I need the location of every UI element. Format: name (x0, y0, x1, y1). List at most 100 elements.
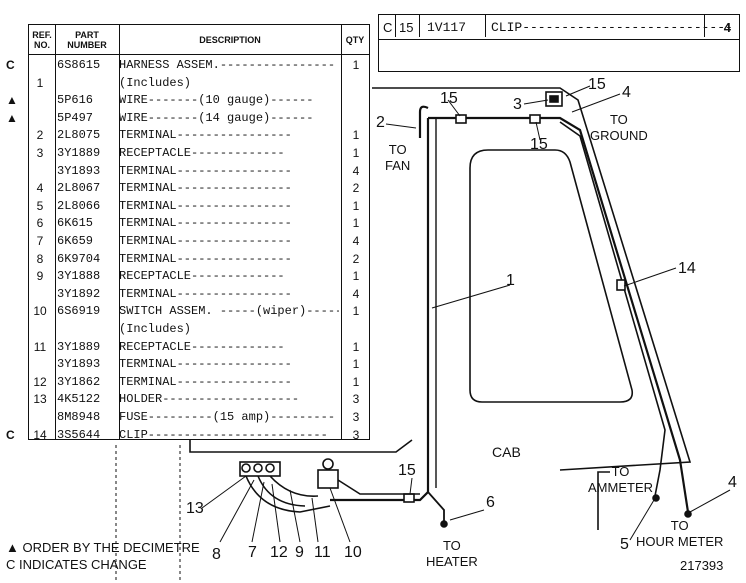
part-qty: 1 (352, 58, 360, 72)
ref-number: 3 (36, 146, 44, 160)
label-to-ammeter: TO AMMETER (588, 464, 653, 495)
callout-number: 13 (186, 500, 204, 517)
fuse-wires (245, 475, 420, 513)
callout-number: 6 (486, 494, 495, 511)
ref-number: 12 (33, 374, 47, 389)
part-description: TERMINAL---------------- (119, 234, 292, 248)
clip-qty: 4 (723, 20, 731, 35)
part-number: 3Y1889 (57, 339, 101, 354)
part-description: TERMINAL---------------- (119, 128, 292, 143)
clip-row: C 15 1V117 CLIP-------------------------… (379, 17, 739, 40)
parts-table: REF. NO. PART NUMBER DESCRIPTION QTY 6S8… (28, 24, 370, 442)
part-description: CLIP------------------------- (119, 427, 328, 442)
part-qty: 1 (352, 198, 360, 213)
clip-part-number: 1V117 (427, 20, 467, 35)
cab-outline (189, 87, 692, 471)
row-marker: ▲ (6, 110, 18, 125)
label-to-ground: TO GROUND (590, 112, 648, 143)
part-number: 3Y1889 (57, 146, 101, 160)
callout-number: 4 (728, 474, 737, 491)
part-qty: 2 (352, 181, 360, 196)
part-qty: 2 (352, 251, 360, 266)
part-description: TERMINAL---------------- (119, 251, 292, 266)
part-qty: 1 (352, 128, 360, 143)
harness-wire (428, 116, 690, 513)
part-description: RECEPTACLE------------- (119, 269, 285, 284)
ref-number: 11 (33, 339, 47, 354)
callout-number: 7 (248, 544, 257, 561)
callout-number: 10 (344, 544, 362, 561)
label-cab: CAB (492, 444, 521, 460)
part-number: 3Y1888 (57, 269, 101, 284)
column-divider (55, 25, 56, 439)
part-number: 2L8066 (57, 198, 101, 213)
part-qty: 4 (352, 286, 360, 301)
label-to-heater: TO HEATER (426, 538, 478, 569)
part-number: 4K5122 (57, 392, 101, 407)
footnote-decimetre: ▲ ORDER BY THE DECIMETRE (6, 540, 200, 555)
callout-number: 15 (588, 76, 606, 93)
clip (616, 279, 626, 291)
footnote-change: C INDICATES CHANGE (6, 557, 147, 572)
callout-number: 12 (270, 544, 288, 561)
part-description: TERMINAL---------------- (119, 181, 292, 196)
header-ref: REF. NO. (29, 25, 55, 55)
callout-number: 11 (314, 544, 331, 561)
label-to-fan: TO FAN (385, 142, 411, 173)
part-description: RECEPTACLE------------- (119, 339, 285, 354)
ref-number: 14 (33, 427, 47, 442)
ref-number: 7 (36, 234, 44, 248)
callout-number: 9 (295, 544, 304, 561)
callout-number: 8 (212, 546, 221, 563)
part-qty: 4 (352, 234, 360, 248)
part-description: SWITCH ASSEM. -----(wiper)------ (119, 304, 339, 319)
part-description: TERMINAL---------------- (119, 216, 292, 231)
harness-wire (427, 491, 445, 522)
ref-number: 13 (33, 392, 47, 407)
part-qty: 1 (352, 146, 360, 160)
part-description: HARNESS ASSEM.---------------- (119, 58, 336, 72)
part-number: 6K615 (57, 216, 94, 231)
part-description: (Includes) (119, 75, 192, 90)
part-number: 5P616 (57, 93, 94, 108)
table-row: 10 6S6919 SWITCH ASSEM. -----(wiper)------… (29, 303, 369, 321)
part-number: 6S6919 (57, 304, 101, 319)
part-qty: 4 (352, 163, 360, 178)
ref-number: 8 (36, 251, 44, 266)
part-description: (Includes) (119, 322, 192, 336)
clip-divider (485, 15, 486, 37)
callout-number: 3 (513, 96, 522, 113)
ref-number: 10 (33, 304, 47, 319)
callout-number: 15 (440, 90, 458, 107)
callout-number: 15 (530, 136, 548, 153)
row-marker: ▲ (6, 93, 18, 108)
callout-number: 14 (678, 260, 696, 277)
part-number: 6S8615 (57, 58, 101, 72)
part-qty: 3 (352, 427, 360, 442)
part-qty: 1 (352, 357, 360, 372)
callout-number: 15 (398, 462, 416, 479)
row-marker: C (6, 427, 15, 442)
harness-wire (559, 121, 666, 497)
part-description: WIRE-------(14 gauge)------ (119, 110, 314, 125)
part-description: TERMINAL---------------- (119, 374, 292, 389)
label-to-hour-meter: TO HOUR METER (636, 518, 724, 549)
part-number: 2L8067 (57, 181, 101, 196)
part-qty: 3 (352, 392, 360, 407)
figure-number: 217393 (680, 558, 724, 573)
part-number: 3Y1862 (57, 374, 101, 389)
row-marker: C (6, 58, 15, 72)
ref-number: 2 (36, 128, 44, 143)
clip (403, 493, 415, 503)
